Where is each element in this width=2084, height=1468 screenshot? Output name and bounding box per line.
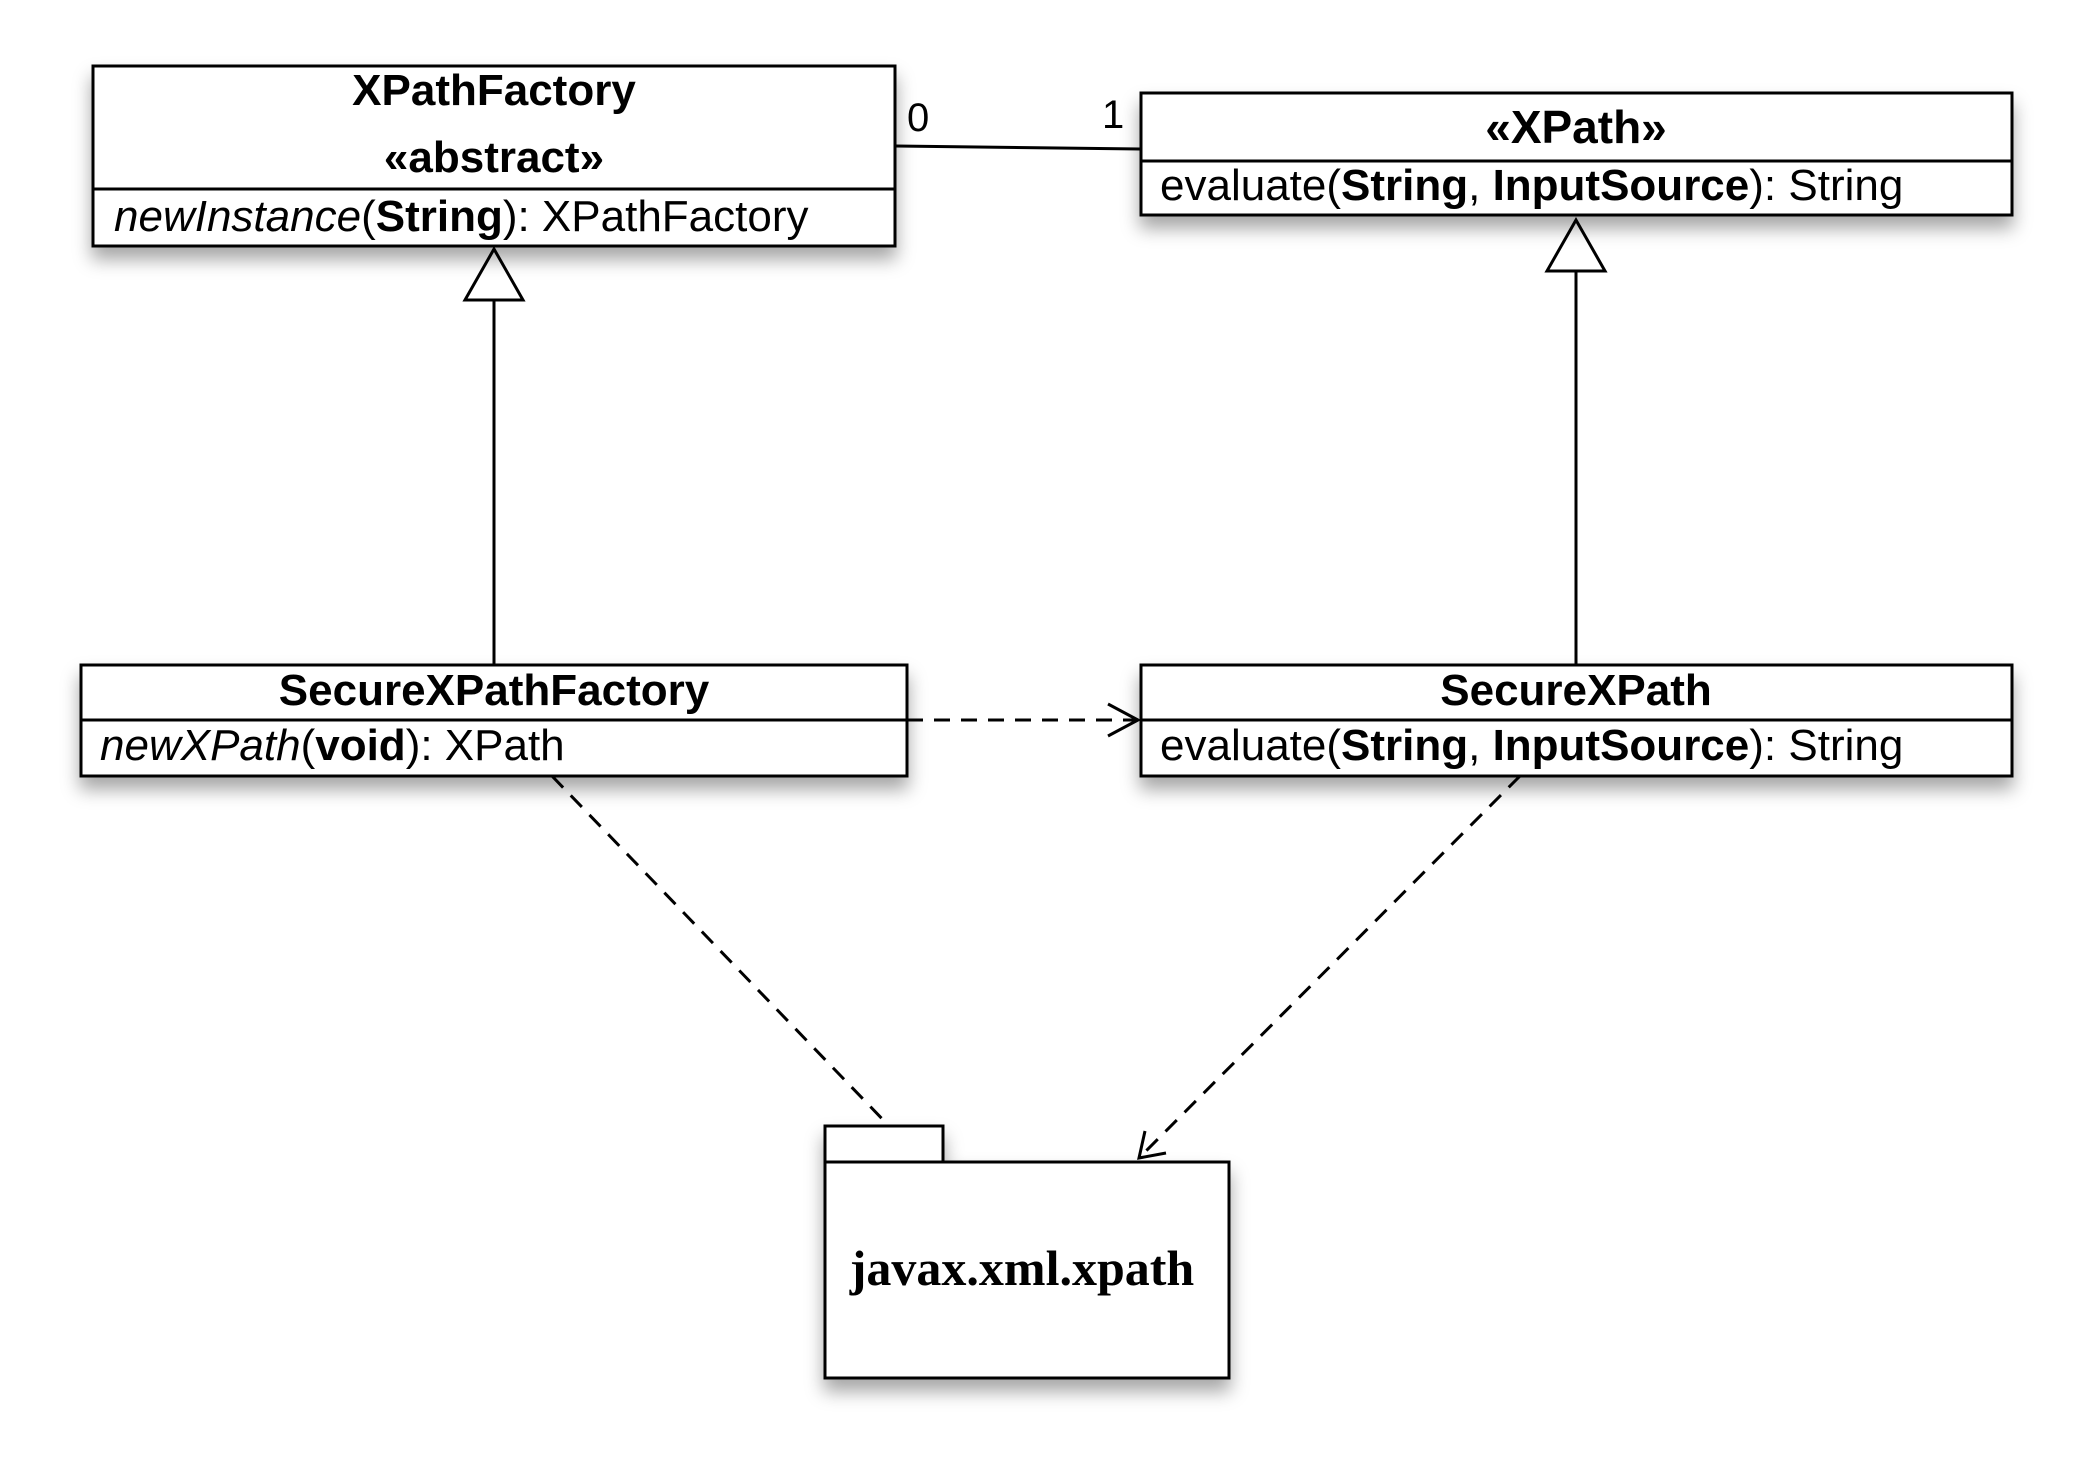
package-tab xyxy=(823,1124,945,1164)
operation-return: ): String xyxy=(1749,721,1903,770)
operation-signature: newXPath(void): XPath xyxy=(100,721,565,770)
source-multiplicity-label: 0 xyxy=(907,96,929,140)
operation-parameter-1: String xyxy=(1341,161,1468,210)
operation-signature: newInstance(String): XPathFactory xyxy=(114,192,809,241)
class-name: SecureXPathFactory xyxy=(279,666,710,715)
class-stereotype: «abstract» xyxy=(384,133,604,182)
operation-return: ): String xyxy=(1749,161,1903,210)
operation-open-paren: ( xyxy=(301,721,316,770)
association-edge xyxy=(895,144,1141,151)
operation-name: evaluate( xyxy=(1160,721,1341,770)
operation-parameter-2: InputSource xyxy=(1493,161,1750,210)
class-xpath-factory[interactable] xyxy=(91,64,897,248)
dependency-edge-factory-to-package xyxy=(550,774,918,1156)
operation-separator: , xyxy=(1468,161,1492,210)
class-name: XPathFactory xyxy=(352,66,636,115)
operation-signature: evaluate(String, InputSource): String xyxy=(1160,721,1903,770)
operation-name: evaluate( xyxy=(1160,161,1341,210)
operation-signature: evaluate(String, InputSource): String xyxy=(1160,161,1903,210)
operation-separator: , xyxy=(1468,721,1492,770)
operation-parameter: void xyxy=(315,721,405,770)
target-multiplicity-label: 1 xyxy=(1102,93,1124,137)
dependency-arrowhead-xpath-to-package xyxy=(1137,1130,1167,1160)
generalization-arrowhead-factory xyxy=(462,245,526,302)
generalization-arrowhead-xpath xyxy=(1544,216,1608,273)
operation-name: newInstance xyxy=(114,192,361,241)
package-name: javax.xml.xpath xyxy=(849,1240,1195,1296)
operation-return: ): XPath xyxy=(406,721,565,770)
operation-parameter: String xyxy=(376,192,503,241)
operation-parameter-2: InputSource xyxy=(1493,721,1750,770)
dependency-arrowhead-factory-to-xpath xyxy=(1107,702,1142,738)
dependency-edge-xpath-to-package xyxy=(1138,774,1522,1159)
class-box xyxy=(1139,91,2014,217)
operation-parameter-1: String xyxy=(1341,721,1468,770)
package-body xyxy=(823,1160,1231,1380)
operation-name: newXPath xyxy=(100,721,301,770)
class-stereotype: «XPath» xyxy=(1485,101,1667,153)
operation-return: ): XPathFactory xyxy=(503,192,809,241)
class-box xyxy=(91,64,897,248)
class-xpath[interactable] xyxy=(1139,91,2014,217)
operation-open-paren: ( xyxy=(361,192,376,241)
class-name: SecureXPath xyxy=(1440,666,1711,715)
package-javax-xml-xpath[interactable] xyxy=(823,1124,1231,1380)
